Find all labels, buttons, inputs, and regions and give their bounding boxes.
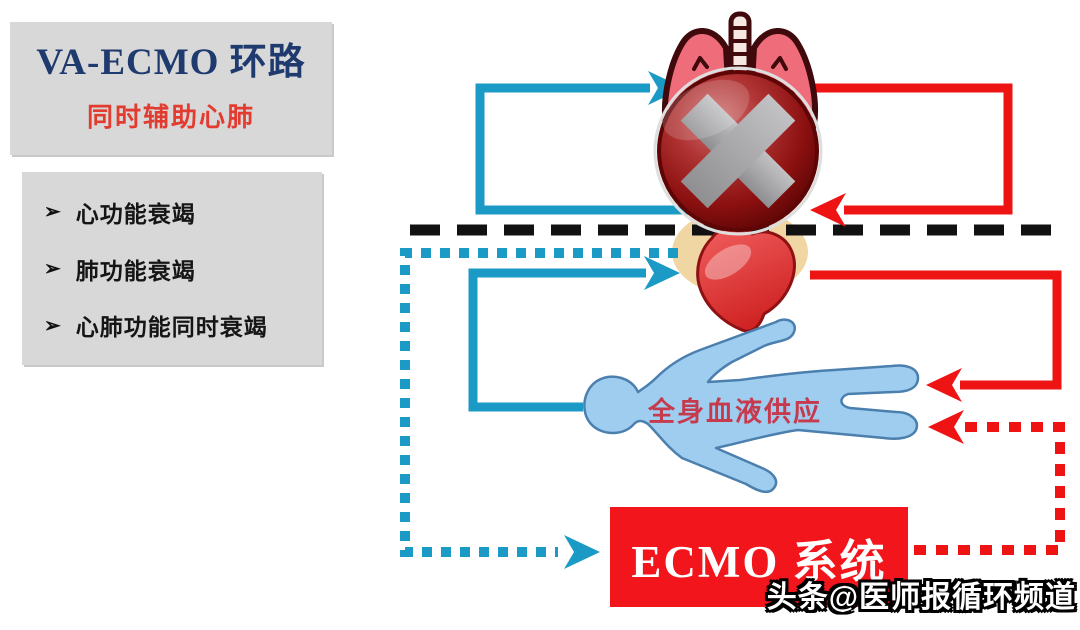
venous-loop-body-to-heart (468, 256, 680, 412)
list-item: ➢ 心功能衰竭 (44, 195, 322, 229)
body-silhouette-icon (583, 318, 920, 494)
watermark: 头条@医师报循环频道 (766, 581, 1076, 614)
page-subtitle: 同时辅助心肺 (86, 102, 255, 133)
arterial-loop-heart-to-body (810, 270, 1062, 402)
indication-lung-failure: 肺功能衰竭 (75, 257, 196, 284)
venous-drainage-to-ecmo (400, 248, 678, 569)
prohibition-x-icon (653, 66, 823, 236)
arrowhead-red-from-lungs (810, 193, 846, 227)
arterial-return-from-ecmo (914, 410, 1065, 555)
page-title: VA-ECMO 环路 (36, 41, 306, 83)
indication-heart-failure: 心功能衰竭 (75, 200, 196, 227)
list-item: ➢ 心肺功能同时衰竭 (44, 308, 322, 342)
arrow-bullet-icon: ➢ (44, 201, 62, 224)
arrowhead-blue-to-heart (644, 256, 680, 290)
arterial-loop-lungs (808, 83, 1013, 227)
arrow-bullet-icon: ➢ (44, 314, 62, 337)
arrowhead-blue-to-ecmo (564, 535, 600, 569)
indication-heart-lung-failure: 心肺功能同时衰竭 (75, 314, 268, 341)
ecmo-system-box: ECMO 系统 (610, 507, 908, 607)
ecmo-system-label: ECMO 系统 (631, 536, 887, 587)
heart-icon (696, 225, 796, 333)
body-blood-supply-label: 全身血液供应 (648, 397, 822, 427)
list-item: ➢ 肺功能衰竭 (44, 252, 322, 286)
indications-panel: ➢ 心功能衰竭 ➢ 肺功能衰竭 ➢ 心肺功能同时衰竭 (22, 172, 322, 365)
arrowhead-red-to-body (926, 368, 962, 402)
arrow-bullet-icon: ➢ (44, 258, 62, 280)
title-panel: VA-ECMO 环路 同时辅助心肺 (10, 22, 332, 155)
arrowhead-red-return-to-body (928, 410, 964, 444)
